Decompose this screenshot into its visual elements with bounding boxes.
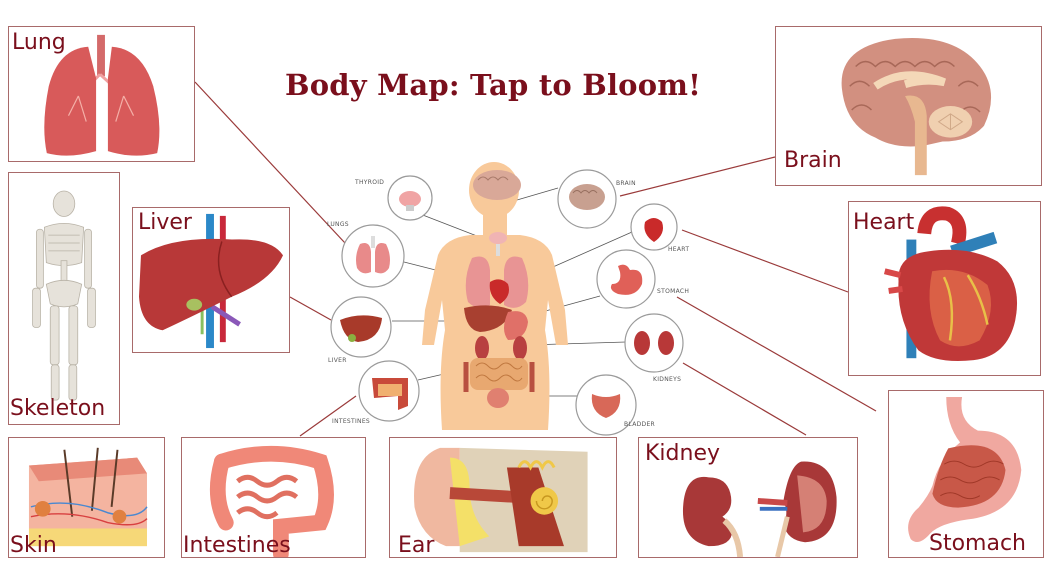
intestines-icon [209,445,334,557]
card-label-heart: Heart [853,210,915,235]
card-label-skin: Skin [10,533,57,558]
mini-label-thyroid: THYROID [355,179,385,186]
connector-heart [681,229,849,293]
connector-liver [289,296,332,321]
connector-kidney [682,362,807,436]
card-lung[interactable]: Lung [8,26,195,162]
brain-icon [841,37,992,176]
card-label-lung: Lung [12,30,66,55]
card-label-liver: Liver [138,210,192,235]
stomach-icon [908,397,1022,543]
card-label-skeleton: Skeleton [10,396,106,421]
card-intestines[interactable]: Intestines [181,437,366,558]
card-liver[interactable]: Liver [132,207,290,353]
page-title: Body Map: Tap to Bloom! [285,68,702,102]
connector-lung [194,81,346,244]
ear-icon [414,447,588,553]
card-kidney[interactable]: Kidney [638,437,858,558]
mini-label-lungs: LUNGS [327,221,349,228]
card-heart[interactable]: Heart [848,201,1041,376]
mini-label-bladder: BLADDER [624,421,656,428]
liver-icon [139,213,283,349]
kidney-icon [682,461,837,557]
mini-label-liver: LIVER [328,357,347,364]
mini-label-brain: BRAIN [616,180,636,187]
mini-label-kidneys: KIDNEYS [653,376,682,383]
heart-icon [883,206,1018,362]
skin-layers-icon [28,447,148,547]
connector-intestines [299,395,357,437]
card-label-brain: Brain [784,148,842,173]
card-label-stomach: Stomach [929,531,1027,556]
card-ear[interactable]: Ear [389,437,617,558]
mini-label-intestines: INTESTINES [332,418,371,425]
card-brain[interactable]: Brain [775,26,1042,186]
skeleton-icon [32,190,96,401]
card-skeleton[interactable]: Skeleton [8,172,120,425]
connector-brain [619,156,776,197]
card-skin[interactable]: Skin [8,437,165,558]
card-label-ear: Ear [398,533,435,558]
mini-label-stomach: STOMACH [657,288,690,295]
card-label-kidney: Kidney [645,441,721,466]
lungs-icon [44,34,160,156]
mini-label-heart: HEART [668,246,690,253]
connector-stomach [676,296,877,412]
card-stomach[interactable]: Stomach [888,390,1044,558]
card-label-intestines: Intestines [183,533,291,558]
